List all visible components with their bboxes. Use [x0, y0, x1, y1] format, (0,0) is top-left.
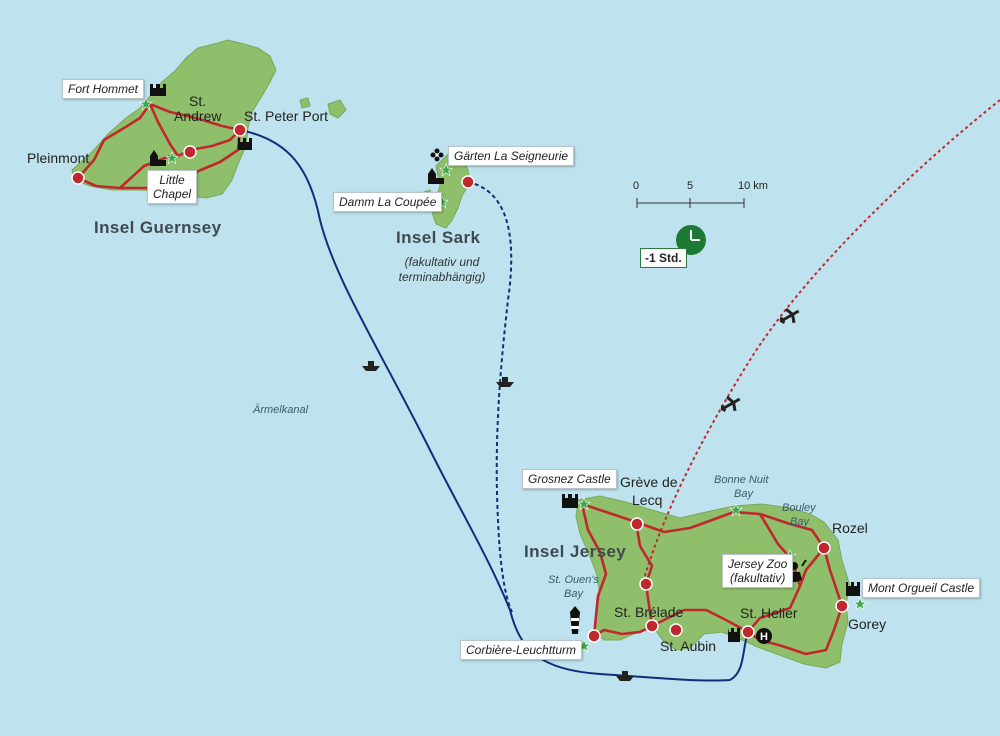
- castle-icon: [846, 582, 860, 596]
- sark-note-line2: terminabhängig): [398, 270, 486, 284]
- sight-label-damm: Damm La Coupée: [333, 192, 443, 212]
- bay-label-bouley-line1: Bouley: [782, 502, 816, 514]
- ship-icon: [362, 361, 380, 371]
- place-label-st-aubin: St. Aubin: [660, 638, 717, 654]
- place-label-greve-line2: Lecq: [632, 492, 663, 508]
- bay-label-bouley-line2: Bay: [790, 516, 809, 528]
- castle-icon: [150, 84, 166, 96]
- place-label-st-andrew-line1: St.: [189, 93, 207, 109]
- sight-label-corbiere: Corbière-Leuchtturm: [460, 640, 583, 660]
- sea-label: Ärmelkanal: [253, 404, 309, 416]
- place-label-st-brelade: St. Brélade: [614, 604, 684, 620]
- place-label-rozel: Rozel: [832, 520, 868, 536]
- place-label-pleinmont: Pleinmont: [27, 150, 90, 166]
- sight-label-jersey-zoo-line1: Jersey Zoo: [728, 557, 788, 571]
- flower-icon: [430, 148, 444, 162]
- sight-label-jersey-zoo-line2: (fakultativ): [730, 571, 786, 585]
- guernsey-islet: [327, 99, 347, 119]
- ship-icon: [496, 377, 514, 387]
- svg-text:H: H: [760, 631, 768, 643]
- scale-label-0: 0: [633, 180, 640, 192]
- time-zone-badge: -1 Std.: [640, 248, 687, 268]
- island-label-jersey: Insel Jersey: [524, 542, 627, 561]
- castle-icon: [238, 138, 252, 150]
- scale-label-10: 10 km: [738, 180, 768, 192]
- sight-label-grosnez: Grosnez Castle: [522, 469, 617, 489]
- sight-label-little-chapel-line1: Little: [159, 173, 185, 187]
- place-label-greve-line1: Grève de: [620, 474, 678, 490]
- castle-icon: [562, 494, 578, 508]
- island-label-sark: Insel Sark: [396, 228, 481, 247]
- sight-label-little-chapel: Little Chapel: [147, 170, 198, 204]
- bay-label-st-ouen-line2: Bay: [564, 588, 583, 600]
- island-label-guernsey: Insel Guernsey: [94, 218, 222, 237]
- plane-icon: [720, 395, 741, 412]
- flight-route: [641, 99, 1000, 587]
- place-label-st-peter-port: St. Peter Port: [244, 108, 329, 124]
- sark-note-line1: (fakultativ und: [404, 255, 480, 269]
- bay-label-bonne-nuit-line1: Bonne Nuit: [714, 474, 769, 486]
- clock-icon: [676, 225, 706, 255]
- scale-label-5: 5: [687, 180, 694, 192]
- ferry-route-guernsey-jersey: [239, 129, 749, 682]
- bay-label-st-ouen-line1: St. Ouen's: [548, 574, 600, 586]
- town-marker: [71, 123, 849, 643]
- church-icon: [150, 150, 166, 166]
- plane-icon: [779, 307, 800, 324]
- sight-label-gaerten: Gärten La Seigneurie: [448, 146, 575, 166]
- castle-icon: [728, 628, 740, 642]
- sight-label-mont-orgueil: Mont Orgueil Castle: [862, 578, 981, 598]
- ferry-route-sark: [467, 181, 513, 613]
- church-icon: [428, 168, 444, 184]
- heliport-icon: H: [756, 628, 772, 644]
- guernsey-islet: [299, 97, 311, 109]
- guernsey-route: [77, 102, 242, 190]
- scale-bar: [636, 198, 745, 208]
- sight-label-little-chapel-line2: Chapel: [153, 187, 192, 201]
- lighthouse-icon: [570, 606, 580, 634]
- ship-icon: [616, 671, 634, 681]
- place-label-st-andrew-line2: Andrew: [174, 108, 222, 124]
- sight-label-jersey-zoo: Jersey Zoo (fakultativ): [722, 554, 794, 588]
- sight-label-fort-hommet: Fort Hommet: [62, 79, 145, 99]
- bay-label-bonne-nuit-line2: Bay: [734, 488, 753, 500]
- place-label-st-helier: St. Helier: [740, 605, 798, 621]
- place-label-gorey: Gorey: [848, 616, 887, 632]
